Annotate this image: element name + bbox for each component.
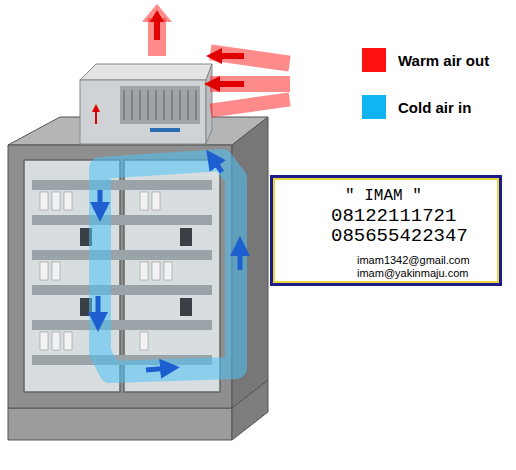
legend-item: Cold air in (362, 95, 471, 119)
contact-box: " IMAM "08122111721085655422347 imam1342@… (270, 175, 502, 286)
legend-item: Warm air out (362, 48, 489, 72)
phone-number: 08122111721 (331, 206, 456, 227)
legend-swatch (362, 48, 386, 72)
email-address: imam@yakinmaju.com (357, 267, 468, 279)
phone-number: 085655422347 (331, 226, 468, 247)
contact-name: " IMAM " (345, 188, 422, 206)
legend-label: Cold air in (398, 99, 471, 116)
email-address: imam1342@gmail.com (357, 254, 470, 266)
legend-swatch (362, 95, 386, 119)
legend-label: Warm air out (398, 52, 489, 69)
